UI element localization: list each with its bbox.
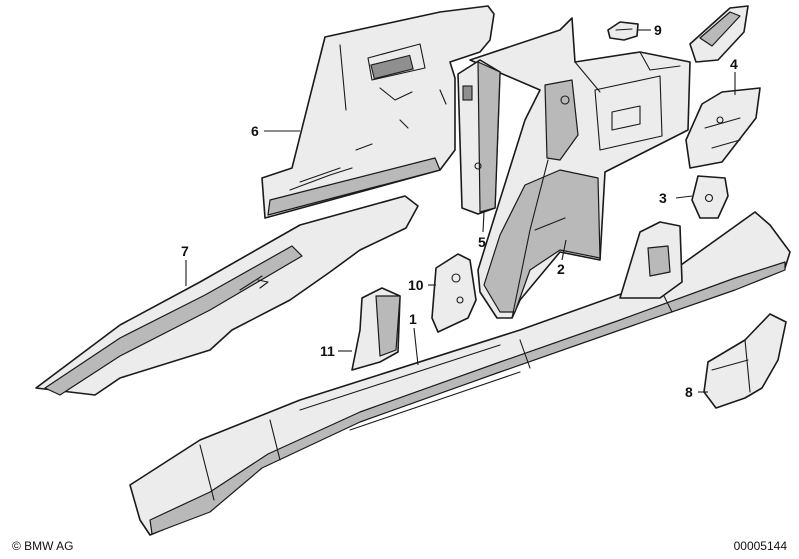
callout-11: 11 xyxy=(320,343,335,359)
part-7-floor-member[interactable] xyxy=(35,195,419,396)
part-1-side-sill[interactable] xyxy=(129,211,791,536)
callout-4: 4 xyxy=(730,56,738,72)
copyright-label: © BMW AG xyxy=(12,539,74,553)
callout-3: 3 xyxy=(659,190,667,206)
callout-10: 10 xyxy=(408,277,424,293)
callout-6: 6 xyxy=(251,123,259,139)
callout-2: 2 xyxy=(557,261,565,277)
part-4-reinforcement[interactable] xyxy=(685,87,761,169)
callout-9: 9 xyxy=(654,22,662,38)
part-11-bracket[interactable] xyxy=(351,287,401,371)
part-10-plate[interactable] xyxy=(431,253,477,333)
part-9-bracket[interactable] xyxy=(607,21,639,41)
part-5-pillar[interactable] xyxy=(457,59,501,215)
part-2-wheel-arch[interactable] xyxy=(469,17,691,319)
document-number: 00005144 xyxy=(733,539,787,553)
leader-lines xyxy=(185,29,736,393)
part-3-gusset[interactable] xyxy=(691,175,729,219)
part-8-bracket[interactable] xyxy=(703,313,787,409)
callout-7: 7 xyxy=(181,243,189,259)
callout-8: 8 xyxy=(685,384,693,400)
callout-5: 5 xyxy=(478,234,486,250)
upper-brace[interactable] xyxy=(689,5,749,63)
part-6-inner-panel[interactable] xyxy=(261,5,495,219)
callout-1: 1 xyxy=(409,311,417,327)
callout-labels: 1 2 3 4 5 6 7 8 9 10 11 xyxy=(181,22,738,400)
